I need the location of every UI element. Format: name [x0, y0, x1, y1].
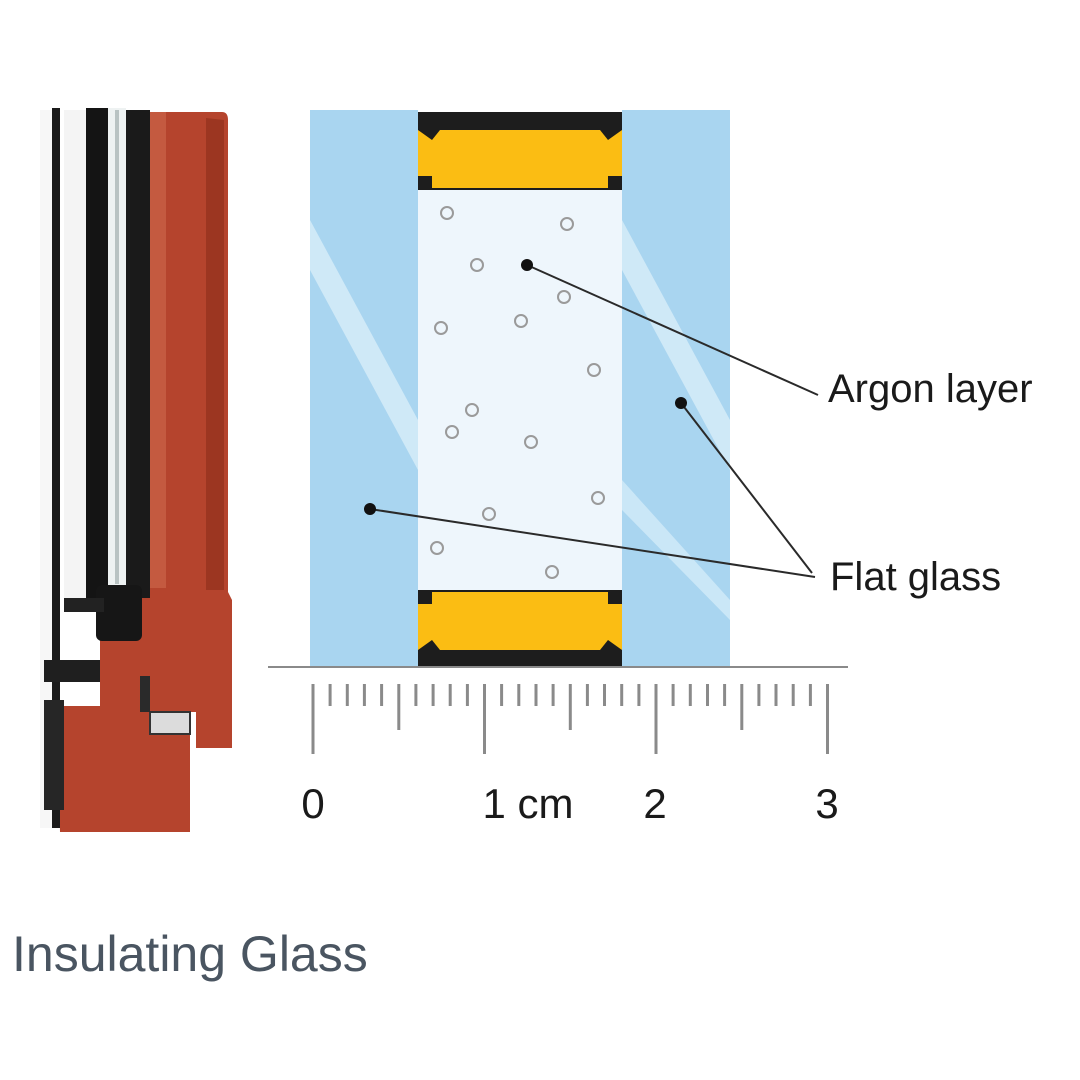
argon-gap	[418, 186, 622, 594]
argon-callout-dot	[521, 259, 533, 271]
argon-bubble	[557, 290, 571, 304]
ruler: 0 1 cm 2 3	[268, 666, 848, 827]
flat-glass-label: Flat glass	[830, 555, 1001, 599]
ruler-ticks	[311, 684, 829, 754]
argon-bubble	[440, 206, 454, 220]
spacer-top	[418, 112, 622, 190]
flat-glass-right-callout-dot	[675, 397, 687, 409]
callouts	[369, 264, 819, 578]
flat-glass-callout-line-left	[369, 508, 816, 578]
argon-bubble	[445, 425, 459, 439]
argon-bubble	[434, 321, 448, 335]
flat-glass-right-reflection-2	[622, 480, 730, 620]
argon-bubble	[514, 314, 528, 328]
argon-bubble	[545, 565, 559, 579]
insulating-glass-diagram: Argon layer Flat glass 0 1 cm 2 3	[40, 108, 1033, 832]
frame-wood-highlight	[150, 112, 166, 588]
frame-inner-white	[40, 110, 52, 828]
frame-inner-strip	[64, 110, 86, 600]
flat-glass-left-callout-dot	[364, 503, 376, 515]
frame-black-seal-2	[126, 110, 150, 598]
frame-wood-profile	[58, 112, 232, 832]
argon-bubbles	[430, 206, 605, 579]
glass-unit	[310, 110, 730, 667]
frame-hardware-bar-3	[44, 700, 64, 810]
argon-bubble	[591, 491, 605, 505]
figure-caption: Insulating Glass	[12, 926, 368, 982]
argon-bubble	[482, 507, 496, 521]
ruler-label-3: 3	[815, 780, 838, 827]
argon-layer-label: Argon layer	[828, 367, 1033, 411]
ruler-label-1: 1 cm	[482, 780, 573, 827]
frame-hardware-bar-2	[44, 660, 100, 682]
frame-wood-shadow	[206, 118, 224, 590]
argon-bubble	[587, 363, 601, 377]
flat-glass-right-reflection	[622, 220, 730, 470]
spacer-bottom	[418, 590, 622, 667]
ruler-label-2: 2	[643, 780, 666, 827]
flat-glass-left	[310, 110, 418, 667]
argon-bubble	[524, 435, 538, 449]
frame-glass-line	[115, 110, 119, 584]
argon-bubble	[470, 258, 484, 272]
flat-glass-left-reflection	[310, 220, 418, 470]
frame-inner-line	[52, 108, 60, 828]
argon-bubble	[465, 403, 479, 417]
argon-callout-line	[526, 264, 819, 396]
argon-bubble	[560, 217, 574, 231]
argon-bubble	[430, 541, 444, 555]
ruler-label-0: 0	[301, 780, 324, 827]
flat-glass-callout-line-right	[680, 402, 813, 574]
frame-black-seal-1	[86, 108, 108, 598]
window-frame-section	[40, 108, 232, 832]
frame-hardware-plate	[149, 711, 191, 735]
frame-hardware-pin	[140, 676, 150, 712]
frame-hardware-block	[96, 585, 142, 641]
frame-hardware-bar	[64, 598, 104, 612]
